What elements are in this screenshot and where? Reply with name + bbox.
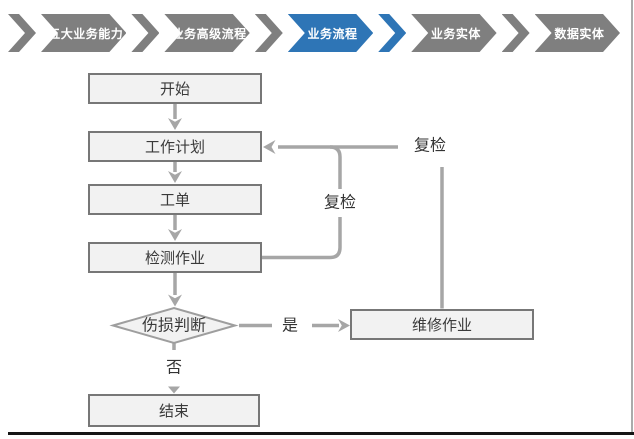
arrow-down-icon xyxy=(168,171,182,183)
flow-node-repair-label: 维修作业 xyxy=(412,317,472,334)
breadcrumb-item-data-entity[interactable]: 数据实体 xyxy=(535,14,620,52)
flow-node-start xyxy=(88,73,262,104)
flow-node-end-label: 结束 xyxy=(159,403,189,420)
arrow-down-icon xyxy=(168,118,182,130)
flow-node-work-order xyxy=(88,184,262,215)
flow-node-work-plan-label: 工作计划 xyxy=(145,139,205,156)
arrow-down-icon xyxy=(168,229,182,241)
edge-recheck-inner-upper xyxy=(329,145,342,189)
flow-node-end xyxy=(88,394,260,427)
flow-node-repair xyxy=(350,309,534,340)
page-right-border xyxy=(631,0,633,434)
edge-label-no: 否 xyxy=(166,360,182,377)
flow-node-work-plan xyxy=(88,131,262,162)
arrow-down-small-icon xyxy=(168,386,180,394)
edge-label-yes: 是 xyxy=(282,318,298,335)
flow-node-start-label: 开始 xyxy=(160,81,190,98)
flow-node-work-order-label: 工单 xyxy=(160,192,190,209)
breadcrumb: 五大业务能力 业务高级流程 业务流程 业务实体 数据实体 xyxy=(8,14,620,52)
arrow-right-icon xyxy=(338,319,350,332)
edge-label-recheck-inner: 复检 xyxy=(324,194,356,212)
edge-label-recheck-outer: 复检 xyxy=(414,137,446,155)
flow-node-damage-decision-label: 伤损判断 xyxy=(142,317,206,335)
flow-node-damage-decision xyxy=(109,306,239,345)
arrow-left-icon xyxy=(263,140,276,154)
breadcrumb-item-five-capabilities[interactable]: 五大业务能力 xyxy=(41,14,126,52)
flow-node-inspection-label: 检测作业 xyxy=(145,250,205,267)
page-bottom-border xyxy=(8,432,634,435)
flow-node-inspection xyxy=(88,242,262,273)
edge-recheck-inner-lower xyxy=(262,217,342,260)
arrow-down-icon xyxy=(168,294,182,307)
